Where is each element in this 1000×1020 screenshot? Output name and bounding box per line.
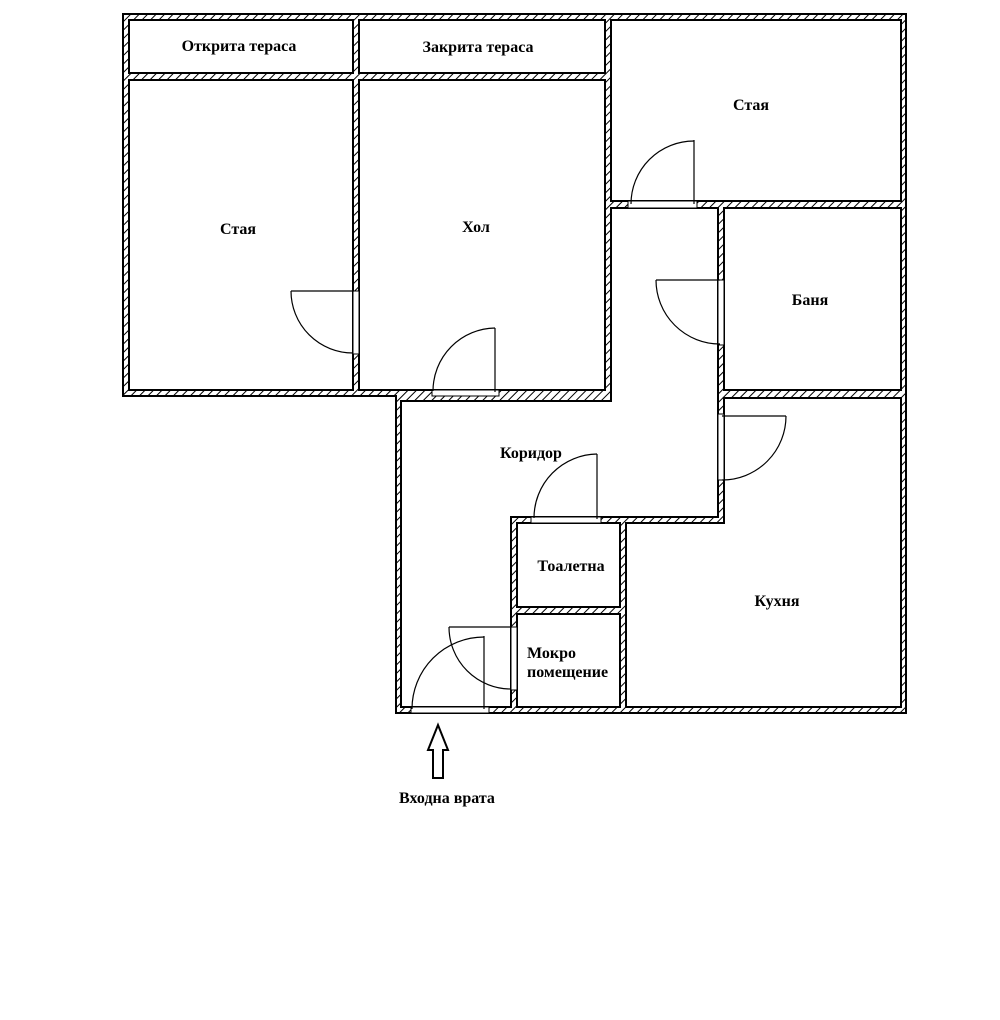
label-utility-line2: помещение [527, 664, 608, 681]
label-living-room: Хол [462, 219, 490, 236]
label-toilet: Тоалетна [537, 558, 604, 575]
label-room-left: Стая [220, 221, 256, 238]
door-toilet [530, 453, 602, 524]
door-kitchen [717, 413, 787, 481]
room-utility [516, 613, 621, 708]
label-kitchen: Кухня [754, 593, 799, 610]
room-open-terrace [128, 19, 354, 74]
door-utility [448, 626, 518, 691]
label-utility-line1: Мокро [527, 645, 576, 662]
door-entrance[interactable] [410, 636, 490, 714]
label-corridor: Коридор [500, 445, 562, 462]
label-open-terrace: Открита тераса [182, 38, 297, 55]
room-bathroom [723, 207, 902, 391]
label-entrance: Входна врата [399, 790, 495, 807]
room-closed-terrace [358, 19, 606, 74]
door-room-top-right [627, 140, 698, 209]
label-closed-terrace: Закрита тераса [423, 39, 534, 56]
door-room-left [290, 290, 360, 355]
arrow-up-icon [426, 722, 450, 779]
room-top-right [610, 19, 902, 202]
label-room-top-right: Стая [733, 97, 769, 114]
label-bathroom: Баня [792, 292, 829, 309]
door-living [431, 327, 500, 397]
room-left [128, 79, 354, 391]
room-kitchen [625, 397, 902, 708]
room-living [358, 79, 606, 391]
door-bathroom [655, 279, 725, 346]
